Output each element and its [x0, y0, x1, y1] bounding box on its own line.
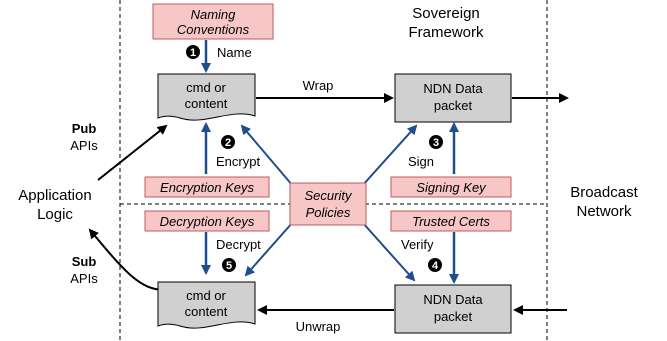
sub-label: Sub: [72, 254, 97, 269]
step-5-number: 5: [226, 260, 232, 272]
wrap-label: Wrap: [303, 78, 334, 93]
ndn-bottom-label-1: NDN Data: [423, 292, 483, 307]
ndn-packet-top: [394, 73, 512, 123]
ndn-top-label-2: packet: [434, 98, 473, 113]
cmd-top-label-1: cmd or: [186, 80, 226, 95]
application-label-2: Logic: [37, 206, 73, 223]
decrypt-label: Decrypt: [216, 237, 261, 252]
sovereign-title-2: Framework: [408, 24, 484, 41]
cmd-top-label-2: content: [185, 96, 228, 111]
naming-conventions-label-1: Naming: [191, 7, 237, 22]
security-policies-box: [289, 182, 367, 226]
step-1-number: 1: [190, 47, 196, 59]
sign-label: Sign: [408, 154, 434, 169]
step-2-badge: [221, 135, 235, 149]
policy-to-ndn-top-arrow: [361, 124, 418, 187]
decryption-keys-label: Decryption Keys: [160, 214, 255, 229]
sovereign-title-1: Sovereign: [412, 5, 480, 22]
sub-apis-label: APIs: [70, 271, 98, 286]
broadcast-label-2: Network: [576, 203, 632, 220]
cmd-bottom-label-2: content: [185, 304, 228, 319]
broadcast-label-1: Broadcast: [570, 184, 638, 201]
cmd-content-bottom-shape: [157, 281, 256, 329]
cmd-bottom-label-1: cmd or: [186, 288, 226, 303]
step-2-number: 2: [225, 137, 231, 149]
step-3-badge: [429, 135, 443, 149]
security-policies-label-2: Policies: [306, 205, 351, 220]
cmd-content-top-shape: [157, 73, 256, 121]
pub-apis-label: APIs: [70, 138, 98, 153]
step-4-number: 4: [432, 260, 439, 272]
policy-to-cmd-bottom-arrow: [244, 221, 294, 277]
ndn-packet-bottom: [394, 284, 512, 334]
decryption-keys-box: [144, 210, 270, 232]
policy-to-ndn-bottom-arrow: [361, 221, 416, 282]
step-4-badge: [428, 258, 442, 272]
sub-arrow: [88, 228, 166, 291]
step-5-badge: [222, 258, 236, 272]
trusted-certs-label: Trusted Certs: [412, 214, 490, 229]
encrypt-label: Encrypt: [216, 154, 260, 169]
encryption-keys-box: [144, 176, 270, 198]
name-label: Name: [217, 45, 252, 60]
trusted-certs-box: [390, 210, 512, 232]
ndn-top-label-1: NDN Data: [423, 81, 483, 96]
step-1-badge: [186, 45, 200, 59]
ndn-bottom-label-2: packet: [434, 309, 473, 324]
naming-conventions-label-2: Conventions: [177, 22, 250, 37]
policy-to-cmd-top-arrow: [240, 124, 294, 187]
naming-conventions-box: [152, 3, 274, 40]
step-3-number: 3: [433, 137, 439, 149]
unwrap-label: Unwrap: [296, 319, 341, 334]
signing-key-label: Signing Key: [416, 180, 487, 195]
signing-key-box: [390, 176, 512, 198]
pub-label: Pub: [72, 121, 97, 136]
verify-label: Verify: [401, 237, 434, 252]
pub-arrow: [97, 124, 168, 181]
application-label-1: Application: [18, 187, 91, 204]
encryption-keys-label: Encryption Keys: [160, 180, 254, 195]
security-policies-label-1: Security: [305, 188, 353, 203]
